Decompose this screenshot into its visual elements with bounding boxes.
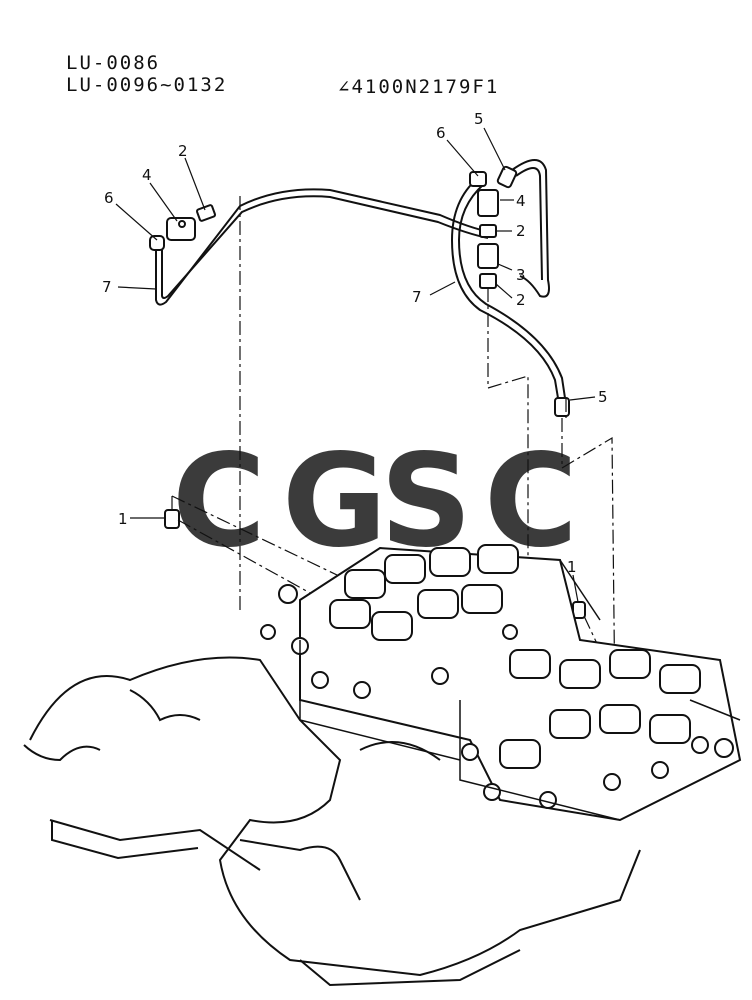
watermark-letter-1: C	[172, 427, 266, 576]
callout-3: 3	[516, 266, 526, 284]
union-right	[477, 243, 499, 269]
elbow-right	[469, 171, 487, 187]
adapter-right-1	[479, 224, 497, 238]
adapter-left	[195, 204, 217, 222]
base-frame	[23, 656, 641, 987]
adapter-right-2	[479, 273, 497, 289]
callout-6-left: 6	[104, 189, 114, 207]
callout-2-left: 2	[178, 142, 188, 160]
elbow-left	[149, 235, 165, 251]
tee-block-left	[166, 217, 196, 241]
fittings-left	[149, 204, 217, 251]
callout-1-left: 1	[118, 510, 128, 528]
callout-4-right: 4	[516, 192, 526, 210]
plug-left	[164, 509, 180, 529]
nipple-right-top	[496, 165, 518, 189]
callout-1-right: 1	[567, 558, 577, 576]
callouts: 2 4 6 7 6 5 4 2 3 2 7 5 1 1	[102, 110, 608, 576]
part-code: ∠4100N2179F1	[338, 76, 500, 98]
leader-lines	[115, 127, 596, 603]
callout-5-top: 5	[474, 110, 484, 128]
callout-7-left: 7	[102, 278, 112, 296]
callout-2-right-upper: 2	[516, 222, 526, 240]
nipple-right-bottom	[554, 397, 570, 417]
callout-2-right-lower: 2	[516, 291, 526, 309]
model-line-2: LU-0096~0132	[66, 74, 228, 96]
control-valve-assembly	[260, 544, 742, 822]
callout-5-bottom: 5	[598, 388, 608, 406]
tee-block-right	[477, 189, 499, 217]
pipe-right	[450, 159, 566, 399]
model-line-1: LU-0086	[66, 52, 161, 74]
callout-7-right: 7	[412, 288, 422, 306]
watermark-letter-2: G	[282, 427, 387, 576]
guide-lines	[171, 196, 617, 801]
plugs	[164, 509, 586, 619]
callout-4-left: 4	[142, 166, 152, 184]
callout-6-right: 6	[436, 124, 446, 142]
